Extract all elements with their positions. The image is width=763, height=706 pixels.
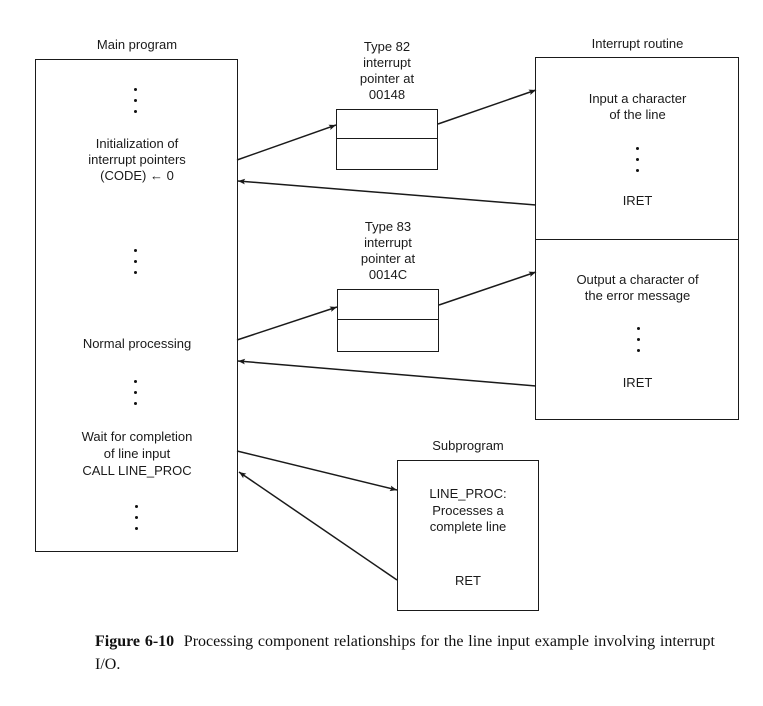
normal-processing-text: Normal processing	[82, 336, 192, 351]
init-text-line2: interrupt pointers	[88, 152, 186, 167]
pointer83-divider	[338, 319, 438, 320]
subprogram-box	[397, 460, 539, 611]
pointer82-label-line3: pointer at	[359, 71, 415, 86]
subprogram-line3: complete line	[429, 519, 507, 534]
pointer82-divider	[337, 138, 437, 139]
arrow-main-to-pointer83	[236, 306, 338, 341]
init-text-line1: Initialization of	[95, 136, 179, 151]
wait-text-line2: of line input	[103, 446, 171, 461]
interrupt-routine-title: Interrupt routine	[591, 36, 684, 51]
figure-caption: Figure 6-10 Processing component relatio…	[95, 630, 715, 676]
interrupt-routine-box	[535, 57, 739, 420]
arrow-pointer82-to-input-routine	[437, 89, 537, 125]
pointer83-label-line1: Type 83	[364, 219, 412, 234]
wait-text-line3: CALL LINE_PROC	[82, 463, 192, 478]
arrow-iret1-to-main	[237, 178, 537, 206]
subprogram-line1: LINE_PROC:	[429, 486, 507, 501]
arrow-iret2-to-main	[237, 358, 537, 387]
pointer83-label-line3: pointer at	[360, 251, 416, 266]
pointer82-box	[336, 109, 438, 170]
main-program-title: Main program	[96, 37, 178, 52]
output-char-line1: Output a character of	[576, 272, 699, 287]
init-text-line3: (CODE) ← 0	[100, 168, 174, 183]
ret-label: RET	[455, 573, 481, 588]
iret-label-1: IRET	[622, 193, 653, 208]
pointer82-label-line4: 00148	[368, 87, 406, 102]
input-char-line2: of the line	[609, 107, 666, 122]
output-char-line2: the error message	[584, 288, 691, 303]
arrow-call-to-subprogram	[236, 450, 398, 492]
pointer82-label-line2: interrupt	[363, 55, 411, 70]
subprogram-title: Subprogram	[432, 438, 504, 453]
arrow-ret-to-main	[238, 471, 398, 581]
pointer83-label-line4: 0014C	[368, 267, 408, 282]
arrow-pointer83-to-output-routine	[438, 271, 537, 306]
caption-label: Figure 6-10	[95, 633, 175, 650]
pointer82-label-line1: Type 82	[363, 39, 411, 54]
iret-label-2: IRET	[622, 375, 653, 390]
pointer83-label-line2: interrupt	[364, 235, 412, 250]
pointer83-box	[337, 289, 439, 352]
arrow-main-to-pointer82	[236, 124, 337, 161]
caption-text: Processing component relationships for t…	[95, 633, 715, 673]
wait-text-line1: Wait for completion	[81, 429, 193, 444]
input-char-line1: Input a character	[588, 91, 687, 106]
interrupt-routine-divider	[536, 239, 738, 240]
subprogram-line2: Processes a	[432, 503, 504, 518]
main-program-box	[35, 59, 238, 552]
